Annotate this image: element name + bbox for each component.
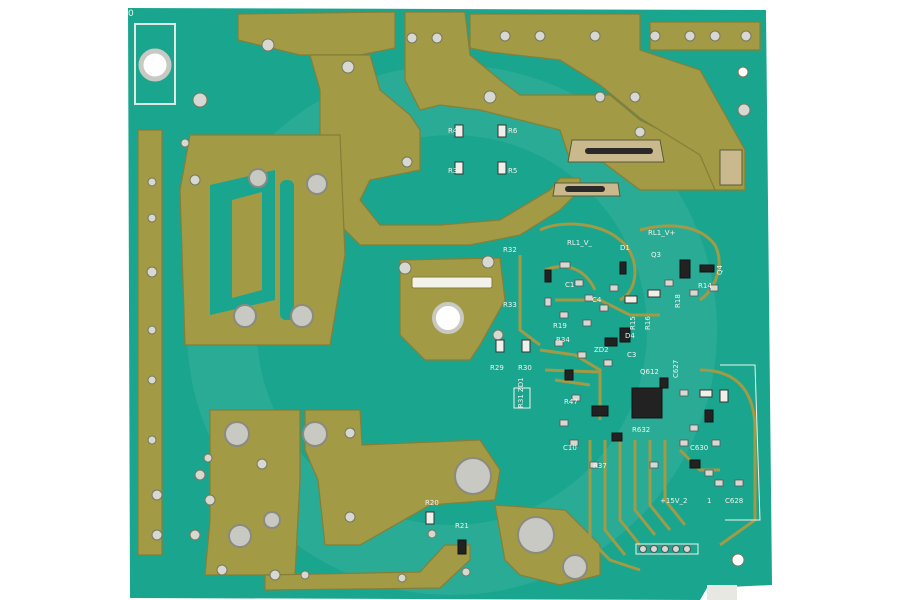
copper-bottom-center bbox=[304, 409, 501, 546]
label-r32: R32 bbox=[503, 246, 517, 254]
screw-relay-1 bbox=[248, 168, 268, 188]
label-r3: R3 bbox=[448, 167, 457, 175]
connector-block bbox=[719, 149, 743, 186]
isolation-slots bbox=[210, 170, 294, 320]
label-rl1-v-minus: RL1_V_ bbox=[567, 239, 593, 247]
label-c3: C3 bbox=[627, 351, 636, 359]
pin-header bbox=[635, 543, 699, 555]
screw-bottom-2 bbox=[302, 421, 328, 447]
relay-bar-2 bbox=[585, 148, 653, 154]
label-d1: D1 bbox=[620, 244, 630, 252]
copper-relay-pour bbox=[309, 54, 581, 246]
label-r37: R37 bbox=[593, 462, 607, 470]
label-r16: R16 bbox=[644, 316, 652, 330]
silk-outline bbox=[720, 364, 761, 521]
label-r21: R21 bbox=[455, 522, 469, 530]
screw-bottom-3 bbox=[228, 524, 252, 548]
silk-labels: 0 R4 R6 R3 R5 R32 RL1_V_ RL1_V+ D1 Q3 Q4… bbox=[128, 9, 743, 530]
screw-big-1 bbox=[454, 457, 492, 495]
relay-contact-strip bbox=[411, 276, 493, 289]
label-c4: C4 bbox=[592, 296, 602, 304]
screw-left-1 bbox=[233, 304, 257, 328]
label-q3: Q3 bbox=[651, 251, 661, 259]
smd-components bbox=[425, 124, 744, 555]
relay-bar-4 bbox=[565, 186, 605, 192]
label-r14: R14 bbox=[698, 282, 712, 290]
label-v15: +15V_2 bbox=[660, 497, 688, 505]
label-c10: C10 bbox=[563, 444, 577, 452]
label-q4: Q4 bbox=[716, 264, 724, 275]
mount-hole-top-left bbox=[138, 48, 172, 82]
label-zd2: ZD2 bbox=[594, 346, 609, 354]
label-q612: Q612 bbox=[640, 368, 659, 376]
edge-mark: 0 bbox=[128, 9, 134, 19]
screw-bottom-4 bbox=[263, 511, 281, 529]
solder-pads bbox=[146, 30, 752, 583]
label-r20: R20 bbox=[425, 499, 439, 507]
label-pin1: 1 bbox=[707, 497, 711, 505]
board-corner-tab bbox=[707, 585, 737, 600]
label-d4: D4 bbox=[625, 332, 635, 340]
label-r6: R6 bbox=[508, 127, 518, 135]
center-hole bbox=[432, 302, 464, 334]
screw-left-2 bbox=[290, 304, 314, 328]
screw-big-2 bbox=[517, 516, 555, 554]
label-r4: R4 bbox=[448, 127, 458, 135]
label-r33: R33 bbox=[503, 301, 517, 309]
label-r34: R34 bbox=[556, 336, 570, 344]
label-r5: R5 bbox=[508, 167, 517, 175]
label-c627: C627 bbox=[672, 360, 680, 378]
label-r31: R31 ZD1 bbox=[517, 377, 525, 408]
screw-bottom-1 bbox=[224, 421, 250, 447]
label-r29: R29 bbox=[490, 364, 504, 372]
screw-big-3 bbox=[562, 554, 588, 580]
mount-silk bbox=[134, 23, 176, 105]
large-pads bbox=[138, 48, 588, 580]
ic-q612 bbox=[631, 387, 663, 419]
label-r15: R15 bbox=[629, 316, 637, 330]
label-r632: R632 bbox=[632, 426, 650, 434]
silk-components bbox=[134, 23, 743, 289]
label-r19: R19 bbox=[553, 322, 567, 330]
silk-r31-box bbox=[513, 387, 531, 409]
label-c1: C1 bbox=[565, 281, 574, 289]
label-r18: R18 bbox=[674, 294, 682, 308]
label-r30: R30 bbox=[518, 364, 532, 372]
label-c630: C630 bbox=[690, 444, 708, 452]
copper-connector-pad bbox=[649, 21, 761, 51]
copper-bottom-left bbox=[204, 409, 301, 576]
label-r47: R47 bbox=[564, 398, 578, 406]
copper-top-right bbox=[469, 13, 746, 191]
label-c628: C628 bbox=[725, 497, 743, 505]
copper-left-edge-trace bbox=[137, 129, 163, 556]
label-rl1-v-plus: RL1_V+ bbox=[648, 229, 676, 237]
copper-bottom-trace bbox=[264, 544, 471, 591]
screw-relay-2 bbox=[306, 173, 328, 195]
